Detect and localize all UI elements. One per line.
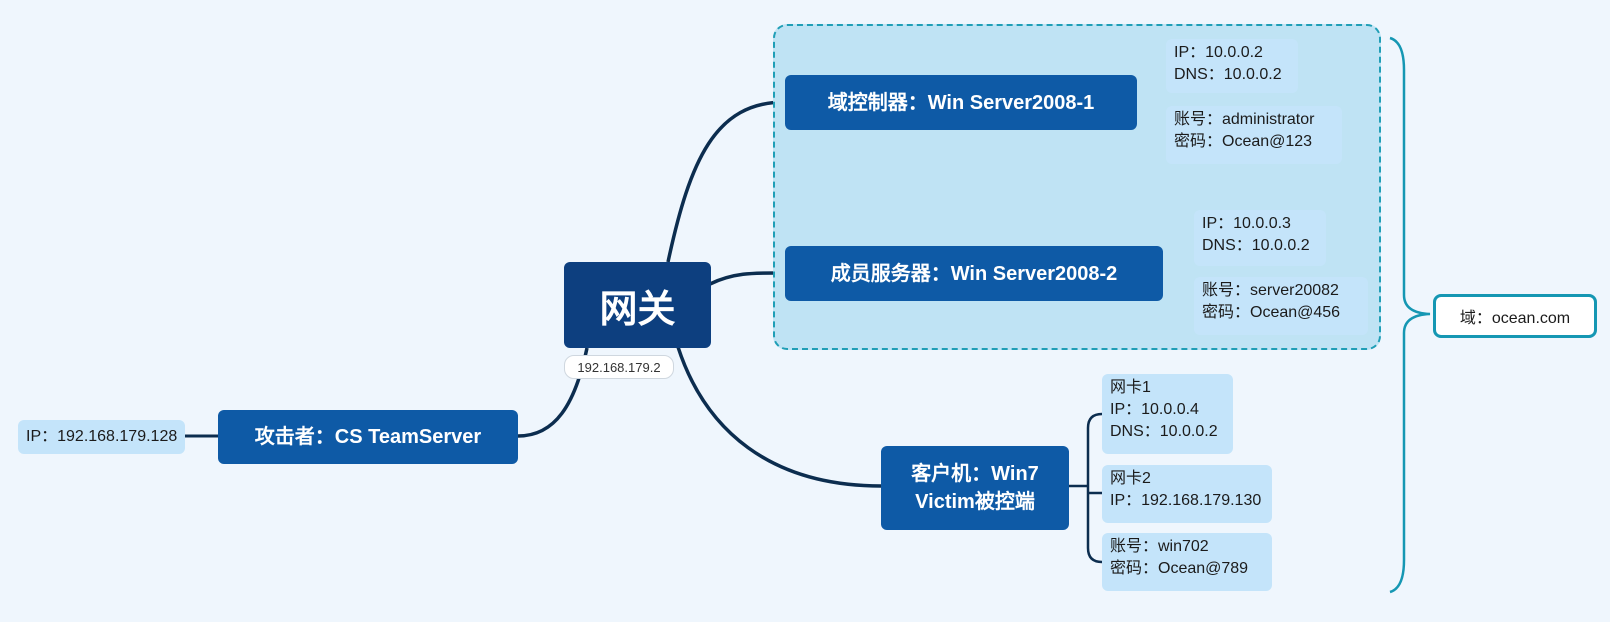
- client-nic1-info: 网卡1 IP：10.0.0.4 DNS：10.0.0.2: [1102, 374, 1233, 454]
- domain-bracket: [1389, 36, 1431, 594]
- client-label-line1: 客户机：Win7: [911, 463, 1039, 485]
- gateway-label: 网关: [599, 288, 676, 331]
- dc-network-info: IP：10.0.0.2 DNS：10.0.0.2: [1166, 39, 1298, 93]
- dc-account-info: 账号：administrator 密码：Ocean@123: [1166, 106, 1342, 164]
- domain-summary-box[interactable]: 域：ocean.com: [1433, 294, 1597, 338]
- member-network-info: IP：10.0.0.3 DNS：10.0.0.2: [1194, 210, 1326, 266]
- attacker-ip-info: IP：192.168.179.128: [18, 420, 185, 454]
- domain-summary-label: 域：ocean.com: [1459, 310, 1571, 327]
- gateway-node[interactable]: 网关: [564, 262, 711, 348]
- attacker-node[interactable]: 攻击者：CS TeamServer: [218, 410, 518, 464]
- domain-controller-label: 域控制器：Win Server2008-1: [827, 91, 1095, 114]
- bracket-client: [1086, 412, 1103, 564]
- gateway-ip-label: 192.168.179.2: [564, 355, 674, 379]
- member-server-node[interactable]: 成员服务器：Win Server2008-2: [785, 246, 1163, 301]
- link-gateway-client: [676, 346, 882, 488]
- client-nic2-info: 网卡2 IP：192.168.179.130: [1102, 465, 1272, 523]
- member-server-label: 成员服务器：Win Server2008-2: [830, 262, 1118, 285]
- client-label-line2: Victim被控端: [915, 491, 1035, 513]
- link-gateway-dc: [666, 100, 786, 263]
- client-node[interactable]: 客户机：Win7 Victim被控端: [881, 446, 1069, 530]
- attacker-label: 攻击者：CS TeamServer: [254, 426, 482, 448]
- domain-controller-node[interactable]: 域控制器：Win Server2008-1: [785, 75, 1137, 130]
- member-account-info: 账号：server20082 密码：Ocean@456: [1194, 277, 1368, 335]
- client-account-info: 账号：win702 密码：Ocean@789: [1102, 533, 1272, 591]
